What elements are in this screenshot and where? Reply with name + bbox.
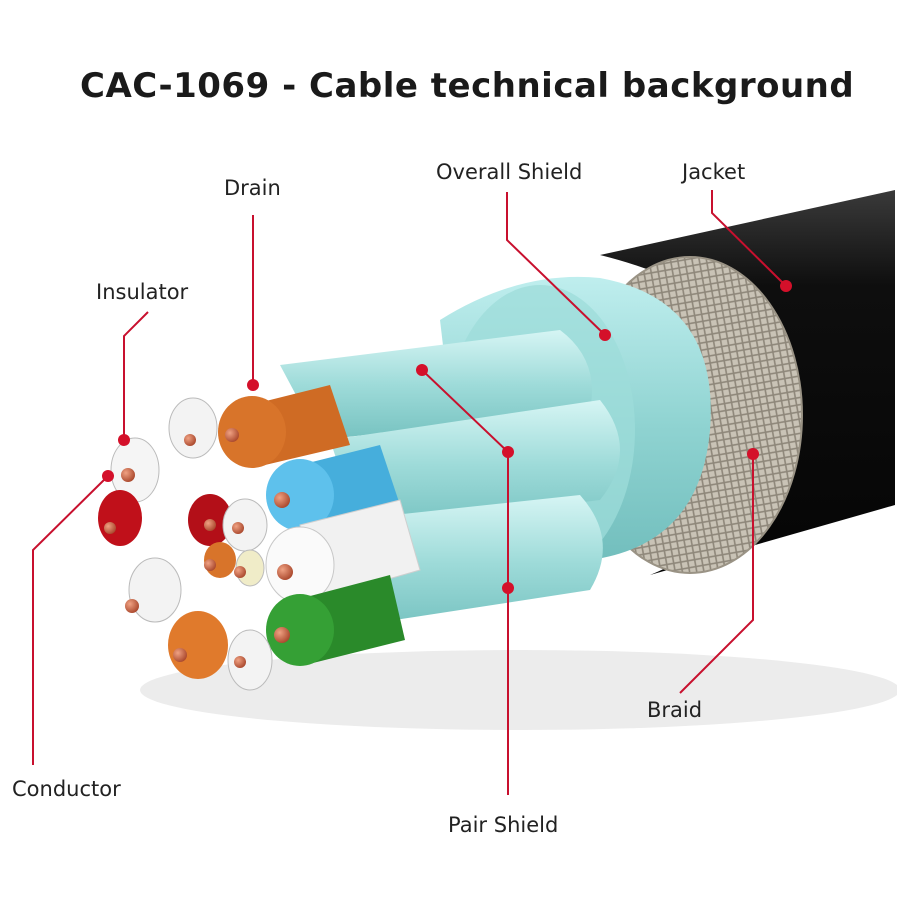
jacket-body xyxy=(600,190,895,575)
dot-pair-shield-low xyxy=(502,582,514,594)
wire-orange-top-end xyxy=(218,396,286,468)
wire-white-top-end xyxy=(168,397,218,459)
white-small-copper xyxy=(232,522,244,534)
label-overall-shield: Overall Shield xyxy=(436,160,583,184)
dot-jacket xyxy=(780,280,792,292)
wire-white-left-end xyxy=(128,557,182,623)
white-top-copper xyxy=(184,434,196,446)
orange-low-copper xyxy=(173,648,187,662)
wire-white-mid-end xyxy=(265,526,335,604)
red-copper xyxy=(104,522,116,534)
label-braid: Braid xyxy=(647,698,703,722)
green-copper xyxy=(274,627,290,643)
wire-white-small-end xyxy=(222,498,268,552)
center-copper-a xyxy=(234,566,246,578)
center-copper-b xyxy=(204,559,216,571)
insulator-copper xyxy=(121,468,135,482)
pair-shield-upper xyxy=(280,330,592,440)
dot-drain xyxy=(247,379,259,391)
dot-overall-shield xyxy=(599,329,611,341)
white-low-copper xyxy=(234,656,246,668)
wire-white-low-end xyxy=(227,629,273,691)
dot-pair-shield-mid xyxy=(502,446,514,458)
label-conductor: Conductor xyxy=(12,777,121,801)
cable-shadow xyxy=(140,650,897,730)
leader-insulator xyxy=(123,311,149,440)
leader-overall-shield xyxy=(506,192,606,336)
red2-copper xyxy=(204,519,216,531)
leader-conductor xyxy=(32,475,109,765)
leader-lines xyxy=(32,190,787,795)
dot-pair-shield-top xyxy=(416,364,428,376)
label-jacket: Jacket xyxy=(682,160,746,184)
blue-copper xyxy=(274,492,290,508)
label-pair-shield: Pair Shield xyxy=(448,813,559,837)
white-left-copper xyxy=(125,599,139,613)
wire-red-end xyxy=(98,490,142,546)
leader-braid xyxy=(679,454,754,694)
pair-shield-middle xyxy=(330,400,620,530)
leader-jacket xyxy=(711,190,787,287)
page-title: CAC-1069 - Cable technical background xyxy=(80,66,855,106)
label-insulator: Insulator xyxy=(96,280,189,304)
drain-copper xyxy=(225,428,239,442)
white-mid-copper xyxy=(277,564,293,580)
dot-braid xyxy=(747,448,759,460)
label-drain: Drain xyxy=(224,176,281,200)
leader-dots xyxy=(102,280,792,594)
dot-conductor xyxy=(102,470,114,482)
wire-orange-low-end xyxy=(168,611,228,679)
wire-blue-end xyxy=(266,459,334,531)
dot-insulator xyxy=(118,434,130,446)
wire-green-end xyxy=(266,594,334,666)
